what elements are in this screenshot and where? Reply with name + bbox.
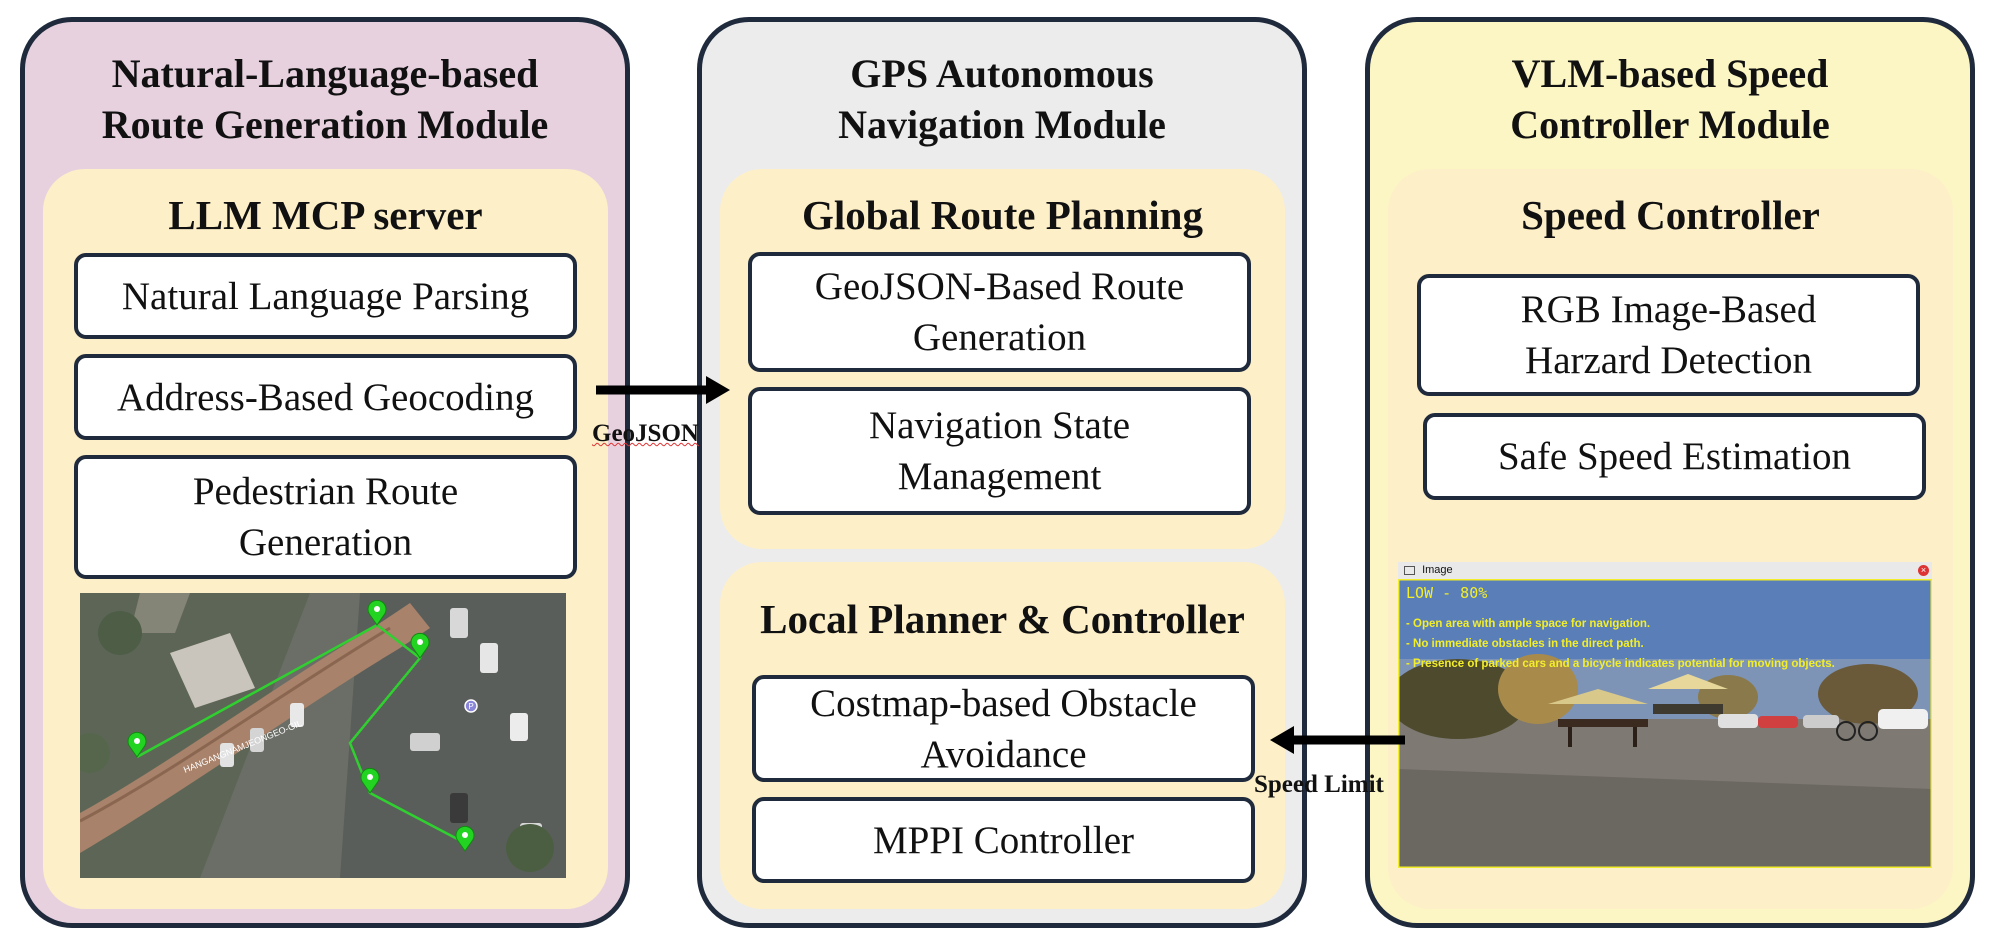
waypoint-marker-icon (127, 731, 147, 758)
box-line-1: GeoJSON-Based Route (814, 265, 1185, 308)
box-line-1: Natural Language Parsing (121, 274, 530, 318)
natural-language-parsing-box: Natural Language Parsing (74, 253, 577, 339)
speed-controller-title: Speed Controller (1521, 192, 1820, 238)
module-title-line-2: Route Generation Module (101, 102, 549, 147)
costmap-obstacle-avoidance-box: Costmap-based Obstacle Avoidance (752, 675, 1255, 782)
geojson-arrow-label: GeoJSON (592, 420, 699, 447)
box-line-2: Generation (238, 521, 413, 564)
box-line-1: MPPI Controller (872, 818, 1135, 862)
llm-mcp-server-title: LLM MCP server (168, 192, 483, 238)
address-geocoding-box: Address-Based Geocoding (74, 354, 577, 440)
box-line-1: Address-Based Geocoding (117, 375, 534, 419)
geojson-route-generation-box: GeoJSON-Based Route Generation (748, 252, 1251, 372)
box-line-2: Management (897, 455, 1102, 498)
risk-level-text: LOW - 80% (1406, 584, 1488, 602)
route-map-graphic: HANGANGNAMJEONGEO-GIL P (80, 593, 566, 878)
box-line-1: Costmap-based Obstacle (810, 681, 1197, 725)
close-icon[interactable]: × (1918, 565, 1929, 576)
box-line-1: RGB Image-Based (1520, 288, 1817, 331)
box-line-1: Safe Speed Estimation (1497, 435, 1852, 478)
box-line-1: Navigation State (868, 404, 1131, 447)
module-title-line-2: Controller Module (1510, 102, 1830, 147)
camera-image-window: Image × LOW - 80% - Open area with ample… (1398, 562, 1932, 868)
mppi-controller-box: MPPI Controller (752, 797, 1255, 883)
waypoint-marker-icon (455, 825, 475, 852)
local-planner-title: Local Planner & Controller (760, 596, 1245, 642)
waypoint-marker-icon (410, 632, 430, 659)
global-route-planning-title: Global Route Planning (802, 192, 1203, 238)
route-map-image: HANGANGNAMJEONGEO-GIL P (80, 593, 566, 878)
module-title-line-1: GPS Autonomous (850, 51, 1154, 96)
camera-window-title: Image (1422, 564, 1453, 576)
rgb-hazard-detection-box: RGB Image-Based Harzard Detection (1417, 274, 1920, 396)
module-title-line-2: Navigation Module (838, 102, 1166, 147)
box-line-2: Generation (912, 316, 1087, 359)
camera-window-titlebar: Image × (1398, 562, 1932, 580)
waypoint-marker-icon (360, 767, 380, 794)
safe-speed-estimation-box: Safe Speed Estimation (1423, 413, 1926, 500)
module-title-line-1: Natural-Language-based (111, 51, 539, 96)
module-title-line-1: VLM-based Speed (1511, 51, 1829, 96)
camera-note-1: - Open area with ample space for navigat… (1406, 618, 1651, 630)
box-line-2: Avoidance (920, 732, 1087, 776)
box-line-2: Harzard Detection (1525, 339, 1812, 382)
speed-limit-arrow-label: Speed Limit (1254, 771, 1384, 798)
waypoint-marker-icon (367, 599, 387, 626)
camera-notes: - Open area with ample space for navigat… (1406, 614, 1928, 674)
navigation-state-box: Navigation State Management (748, 387, 1251, 515)
camera-note-3: - Presence of parked cars and a bicycle … (1406, 658, 1835, 670)
map-poi-label: P (468, 702, 473, 711)
box-line-1: Pedestrian Route (192, 470, 459, 513)
camera-scene-graphic (1398, 579, 1932, 868)
gps-navigation-module-title: GPS Autonomous Navigation Module (702, 48, 1302, 150)
pedestrian-route-generation-box: Pedestrian Route Generation (74, 455, 577, 579)
vlm-speed-controller-module-title: VLM-based Speed Controller Module (1370, 48, 1970, 150)
route-generation-module-title: Natural-Language-based Route Generation … (25, 48, 625, 150)
camera-note-2: - No immediate obstacles in the direct p… (1406, 638, 1644, 650)
window-app-icon (1404, 565, 1415, 575)
